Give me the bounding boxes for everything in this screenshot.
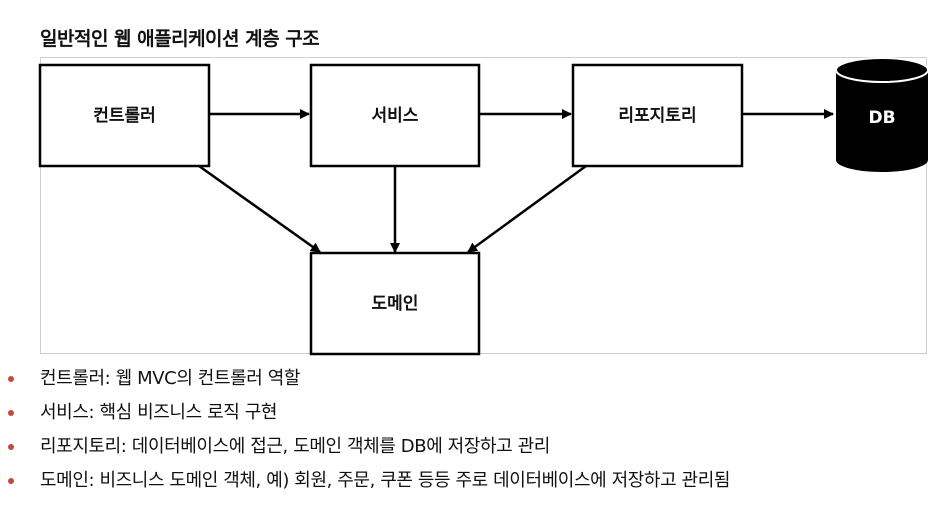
bullet-icon bbox=[8, 478, 14, 484]
node-controller-label: 컨트롤러 bbox=[93, 106, 156, 126]
node-controller: 컨트롤러 bbox=[38, 63, 211, 168]
list-item: 도메인: 비즈니스 도메인 객체, 예) 회원, 주문, 쿠폰 등등 주로 데이… bbox=[0, 464, 730, 498]
node-domain: 도메인 bbox=[309, 251, 481, 356]
list-item: 리포지토리: 데이터베이스에 접근, 도메인 객체를 DB에 저장하고 관리 bbox=[0, 430, 730, 464]
node-domain-label: 도메인 bbox=[372, 294, 419, 314]
bullet-icon bbox=[8, 376, 14, 382]
diagram-frame bbox=[40, 57, 927, 354]
node-repository-label: 리포지토리 bbox=[618, 106, 696, 126]
diagram-title: 일반적인 웹 애플리케이션 계층 구조 bbox=[40, 28, 320, 50]
note-text: 도메인: 비즈니스 도메인 객체, 예) 회원, 주문, 쿠폰 등등 주로 데이… bbox=[40, 470, 731, 491]
node-db-label: DB bbox=[868, 108, 895, 128]
node-db-cylinder: DB bbox=[835, 57, 929, 172]
node-repository: 리포지토리 bbox=[571, 63, 744, 168]
bullet-icon bbox=[8, 444, 14, 450]
node-service: 서비스 bbox=[309, 63, 481, 168]
list-item: 서비스: 핵심 비즈니스 로직 구현 bbox=[0, 396, 730, 430]
node-service-label: 서비스 bbox=[372, 106, 419, 126]
note-text: 컨트롤러: 웹 MVC의 컨트롤러 역할 bbox=[40, 368, 301, 389]
notes-list: 컨트롤러: 웹 MVC의 컨트롤러 역할 서비스: 핵심 비즈니스 로직 구현 … bbox=[0, 362, 730, 498]
list-item: 컨트롤러: 웹 MVC의 컨트롤러 역할 bbox=[0, 362, 730, 396]
arrow-repository-to-domain bbox=[467, 164, 587, 254]
arrow-controller-to-domain bbox=[198, 164, 321, 254]
note-text: 리포지토리: 데이터베이스에 접근, 도메인 객체를 DB에 저장하고 관리 bbox=[40, 436, 550, 457]
note-text: 서비스: 핵심 비즈니스 로직 구현 bbox=[40, 402, 278, 423]
bullet-icon bbox=[8, 410, 14, 416]
